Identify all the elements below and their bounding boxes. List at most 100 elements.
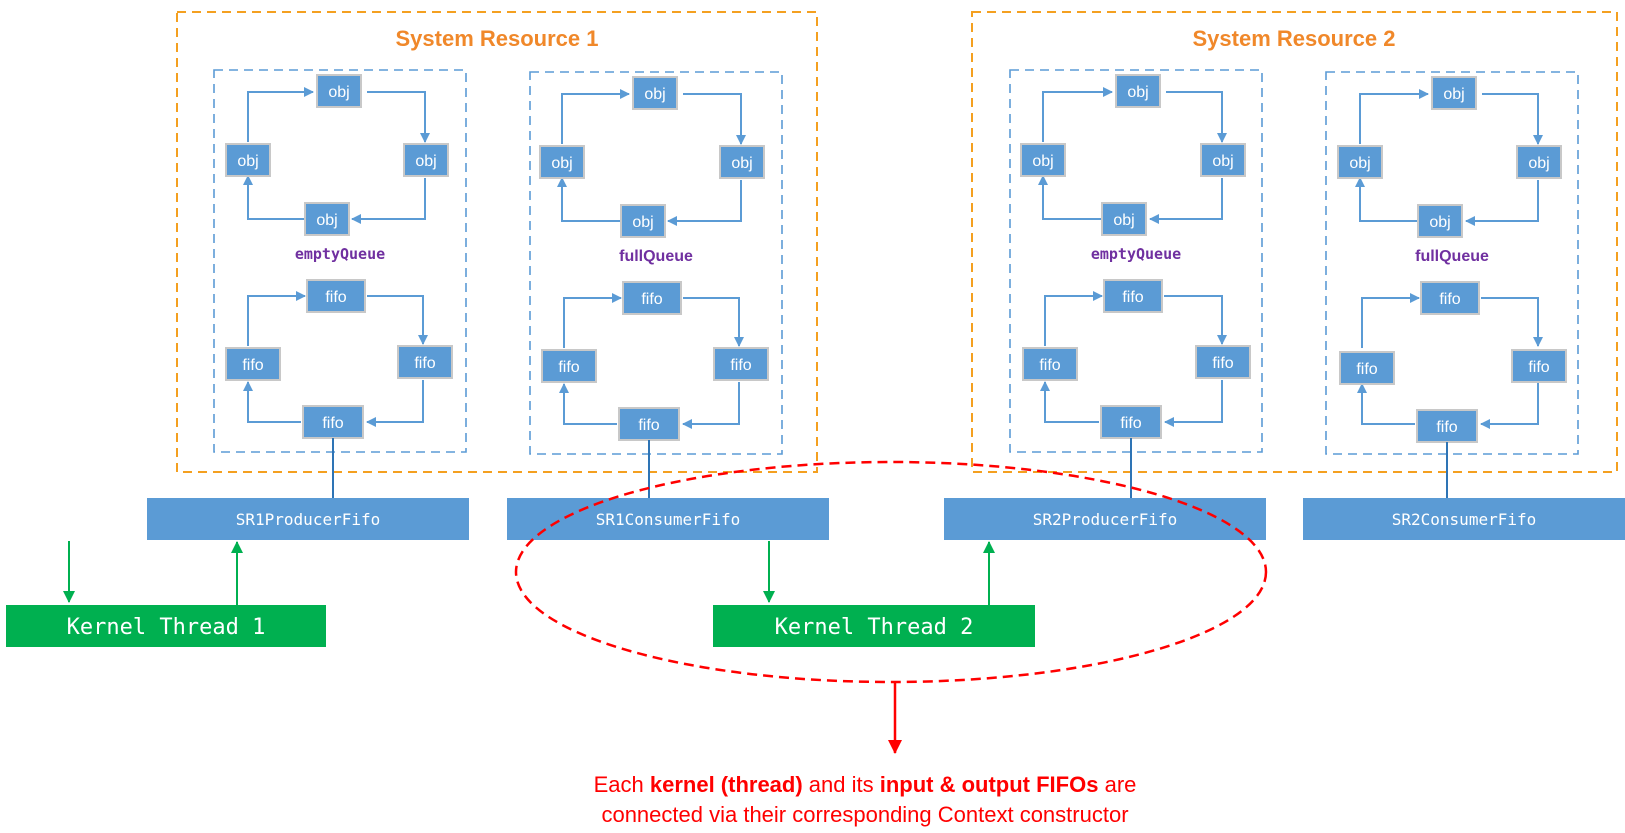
- obj-node: [620, 204, 666, 238]
- fifo-node: [302, 405, 364, 439]
- obj-node-label: obj: [1127, 84, 1148, 101]
- fifo-node-label: fifo: [1436, 419, 1457, 436]
- resource-title: System Resource 1: [396, 26, 599, 51]
- fifo-ring: fifo fifo fifo fifo: [225, 279, 453, 439]
- obj-node: [1516, 145, 1562, 179]
- obj-node-label: obj: [1349, 155, 1370, 172]
- fifo-node: [1416, 409, 1478, 443]
- obj-node-label: obj: [316, 212, 337, 229]
- queue-border: [213, 69, 467, 453]
- fifo-node: [1022, 347, 1078, 381]
- fifo-node-label: fifo: [1439, 291, 1460, 308]
- kernel-thread-2: [713, 605, 1035, 647]
- fifo-node-label: fifo: [641, 291, 662, 308]
- system-resource-2: System Resource 2 obj obj obj obj emptyQ…: [971, 11, 1618, 473]
- obj-node-label: obj: [644, 86, 665, 103]
- obj-node: [403, 143, 449, 177]
- fifo-node: [1420, 281, 1480, 315]
- obj-node: [1417, 204, 1463, 238]
- fifo-node-label: fifo: [558, 359, 579, 376]
- full-queue-container: obj obj obj obj fullQueue fifo fifo fifo: [1325, 71, 1579, 455]
- obj-node: [225, 143, 271, 177]
- sr2-producer-fifo-label: SR2ProducerFifo: [1033, 510, 1178, 529]
- fifo-node-label: fifo: [322, 415, 343, 432]
- resource-border: [971, 11, 1618, 473]
- obj-node: [304, 202, 350, 236]
- obj-node: [1020, 143, 1066, 177]
- obj-ring: obj obj obj obj: [1337, 76, 1562, 238]
- obj-node: [1431, 76, 1477, 110]
- annotation-line-2: connected via their corresponding Contex…: [601, 802, 1128, 827]
- obj-node: [1200, 143, 1246, 177]
- obj-ring: obj obj obj obj: [1020, 74, 1246, 236]
- fifo-node: [1339, 351, 1395, 385]
- fifo-node-label: fifo: [730, 357, 751, 374]
- obj-node-label: obj: [1443, 86, 1464, 103]
- obj-node: [1101, 202, 1147, 236]
- obj-node: [539, 145, 585, 179]
- empty-queue-container: obj obj obj obj emptyQueue fifo fifo fif…: [1009, 69, 1263, 453]
- annotation-line-1: Each kernel (thread) and its input & out…: [594, 772, 1137, 797]
- thread-arrows: [63, 541, 995, 605]
- obj-node: [1115, 74, 1161, 108]
- sr1-consumer-fifo: [507, 498, 829, 540]
- sr2-consumer-fifo: [1303, 498, 1625, 540]
- sr1-producer-fifo: [147, 498, 469, 540]
- fifo-node: [1511, 349, 1567, 383]
- empty-queue-label: emptyQueue: [295, 245, 385, 263]
- obj-ring: obj obj obj obj: [539, 76, 765, 238]
- fifo-node: [397, 345, 453, 379]
- fifo-node-label: fifo: [1356, 361, 1377, 378]
- queue-border: [1325, 71, 1579, 455]
- obj-node: [1337, 145, 1383, 179]
- fifo-node: [1100, 405, 1162, 439]
- obj-node-label: obj: [551, 155, 572, 172]
- empty-queue-container: obj obj obj obj emptyQueue fifo fifo: [213, 69, 467, 453]
- obj-node-label: obj: [415, 153, 436, 170]
- resource-title: System Resource 2: [1193, 26, 1396, 51]
- obj-node-label: obj: [328, 84, 349, 101]
- obj-node-label: obj: [1528, 155, 1549, 172]
- fifo-node-label: fifo: [1212, 355, 1233, 372]
- queue-border: [529, 71, 783, 455]
- kernel-thread-2-label: Kernel Thread 2: [775, 615, 974, 640]
- fifo-node: [713, 347, 769, 381]
- fifo-node-label: fifo: [1039, 357, 1060, 374]
- sr1-consumer-fifo-label: SR1ConsumerFifo: [596, 510, 741, 529]
- obj-node-label: obj: [731, 155, 752, 172]
- obj-node-label: obj: [1429, 214, 1450, 231]
- fifo-ring: fifo fifo fifo fifo: [1022, 279, 1251, 439]
- resource-border: [176, 11, 818, 473]
- obj-node-label: obj: [632, 214, 653, 231]
- fifo-ring: fifo fifo fifo fifo: [1339, 281, 1567, 443]
- system-resource-1: System Resource 1 obj obj obj obj emptyQ…: [176, 11, 818, 473]
- obj-ring: obj obj obj obj: [225, 74, 449, 236]
- fifo-node: [306, 279, 366, 313]
- fifo-node: [225, 347, 281, 381]
- context-fifos: SR1ProducerFifo SR1ConsumerFifo SR2Produ…: [147, 498, 1625, 540]
- sr2-consumer-fifo-label: SR2ConsumerFifo: [1392, 510, 1537, 529]
- fifo-node-label: fifo: [242, 357, 263, 374]
- fifo-ring: fifo fifo fifo fifo: [541, 281, 769, 441]
- sr1-producer-fifo-label: SR1ProducerFifo: [236, 510, 381, 529]
- obj-node: [719, 145, 765, 179]
- fifo-node: [1103, 279, 1163, 313]
- fifo-node: [618, 407, 680, 441]
- fifo-node-label: fifo: [325, 289, 346, 306]
- obj-node-label: obj: [1212, 153, 1233, 170]
- full-queue-container: obj obj obj obj fullQueue fifo fifo fifo: [529, 71, 783, 455]
- obj-node-label: obj: [1113, 212, 1134, 229]
- obj-node: [316, 74, 362, 108]
- full-queue-label: fullQueue: [1415, 248, 1489, 265]
- fifo-node-label: fifo: [1528, 359, 1549, 376]
- fifo-node: [541, 349, 597, 383]
- fifo-node-label: fifo: [638, 417, 659, 434]
- obj-node-label: obj: [237, 153, 258, 170]
- highlight-ellipse: [514, 460, 1268, 684]
- kernel-thread-1-label: Kernel Thread 1: [67, 615, 266, 640]
- obj-node: [632, 76, 678, 110]
- obj-node-label: obj: [1032, 153, 1053, 170]
- fifo-node: [1195, 345, 1251, 379]
- kernel-thread-1: [6, 605, 326, 647]
